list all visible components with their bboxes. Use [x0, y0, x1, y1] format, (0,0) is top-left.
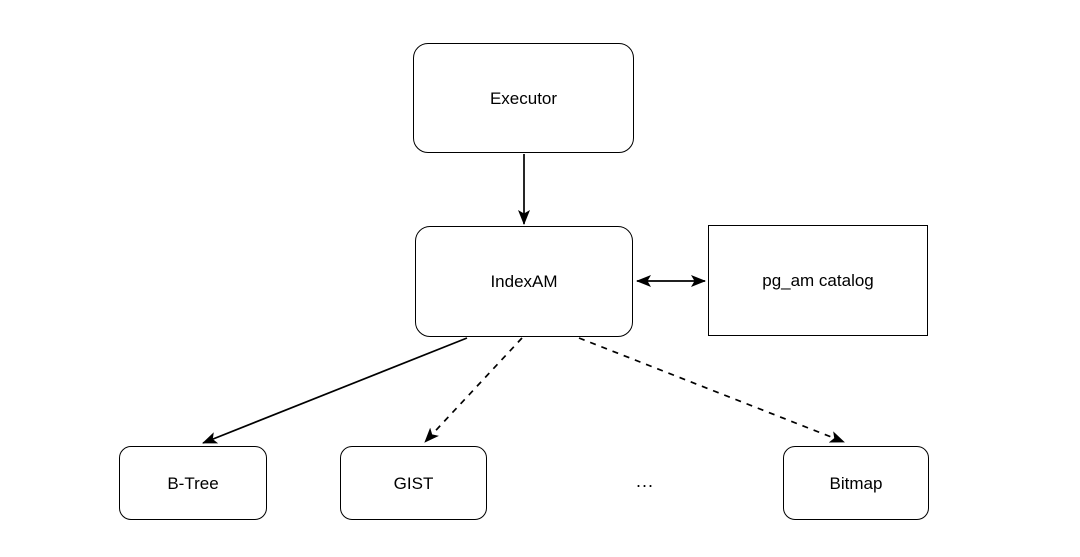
node-indexam-label: IndexAM: [490, 272, 558, 291]
node-btree-label: B-Tree: [167, 473, 219, 493]
node-gist-label: GIST: [393, 473, 434, 493]
edge-indexam-gist: [424, 337, 523, 443]
node-bitmap: Bitmap: [783, 446, 929, 520]
node-pg-am-catalog-label: pg_am catalog: [762, 271, 874, 290]
node-indexam: IndexAM: [415, 226, 633, 337]
node-executor-label: Executor: [489, 88, 558, 108]
edge-indexam-bitmap: [578, 337, 845, 443]
node-gist: GIST: [340, 446, 487, 520]
ellipsis-label: ...: [635, 470, 654, 491]
node-bitmap-label: Bitmap: [829, 473, 883, 493]
edge-indexam-btree: [202, 337, 468, 444]
node-btree: B-Tree: [119, 446, 267, 520]
node-pg-am-catalog: pg_am catalog: [708, 225, 928, 336]
node-executor: Executor: [413, 43, 634, 153]
